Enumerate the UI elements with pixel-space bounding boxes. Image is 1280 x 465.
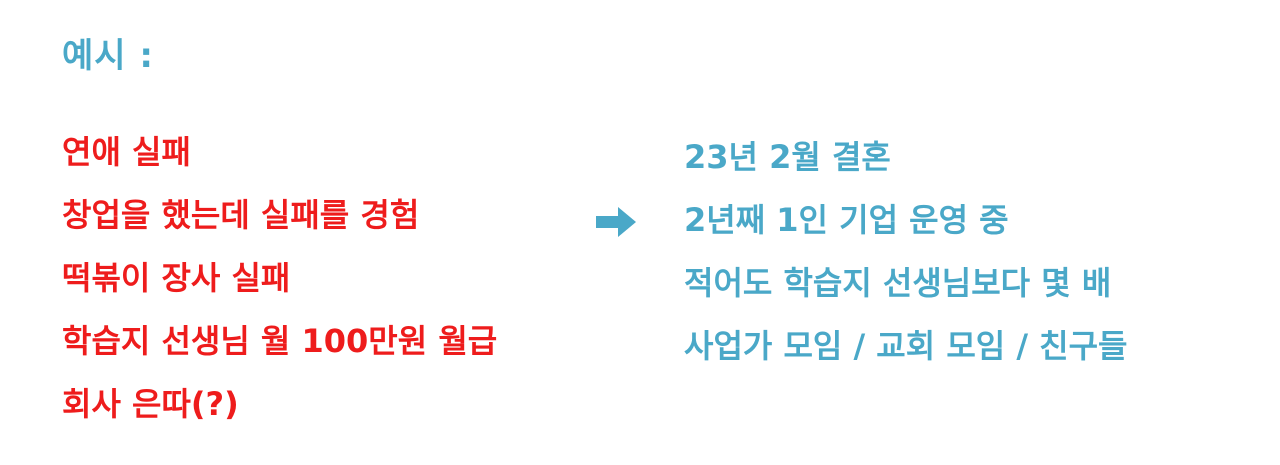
after-item: 2년째 1인 기업 운영 중 bbox=[684, 201, 1009, 239]
before-item: 학습지 선생님 월 100만원 월급 bbox=[62, 322, 498, 360]
right-arrow-icon bbox=[596, 207, 636, 237]
before-item: 연애 실패 bbox=[62, 133, 191, 171]
before-item: 떡볶이 장사 실패 bbox=[62, 259, 291, 297]
after-item: 23년 2월 결혼 bbox=[684, 138, 891, 176]
before-item: 회사 은따(?) bbox=[62, 385, 239, 423]
after-item: 사업가 모임 / 교회 모임 / 친구들 bbox=[684, 327, 1128, 365]
before-item: 창업을 했는데 실패를 경험 bbox=[62, 196, 420, 234]
before-list: 연애 실패 창업을 했는데 실패를 경험 떡볶이 장사 실패 학습지 선생님 월… bbox=[62, 132, 497, 447]
after-item: 적어도 학습지 선생님보다 몇 배 bbox=[684, 264, 1112, 302]
example-title: 예시 : bbox=[62, 36, 154, 76]
after-list: 23년 2월 결혼 2년째 1인 기업 운영 중 적어도 학습지 선생님보다 몇… bbox=[684, 137, 1128, 389]
